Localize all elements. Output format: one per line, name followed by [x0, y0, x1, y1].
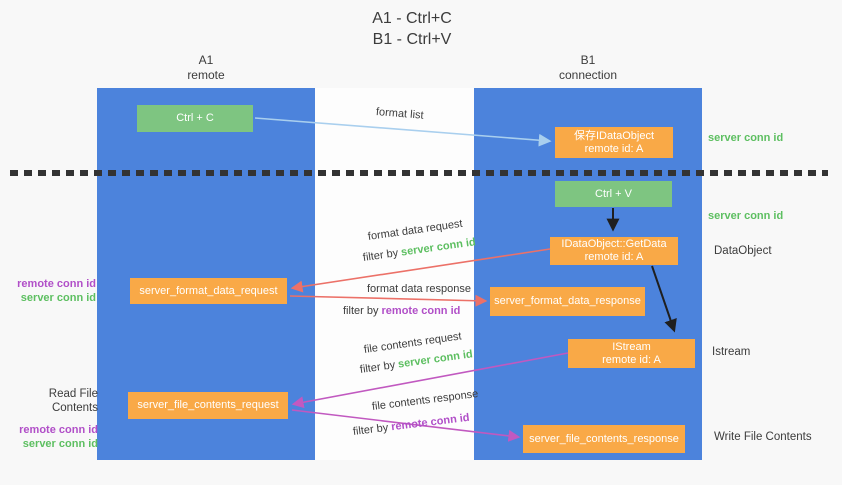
node-getdata-line1: IDataObject::GetData	[561, 238, 667, 250]
node-server-file-contents-request: server_file_contents_request	[128, 392, 288, 419]
annotation-server-conn-id-mid: server conn id	[708, 210, 784, 222]
lane-left-subtitle: remote	[187, 68, 225, 82]
node-save-idataobject-line1: 保存IDataObject	[573, 129, 655, 142]
node-ctrl-v-label: Ctrl + V	[595, 187, 632, 200]
annotation-read-file-contents: Read File Contents	[48, 388, 98, 414]
node-ctrl-c: Ctrl + C	[137, 105, 253, 132]
node-server-file-contents-request-label: server_file_contents_request	[137, 399, 279, 411]
annotation-dataobject: DataObject	[714, 245, 772, 257]
lane-header-left: A1 remote	[97, 53, 315, 83]
node-server-file-contents-response: server_file_contents_response	[523, 425, 685, 453]
annotation-remote-conn-id-bottom: remote conn id	[19, 424, 98, 436]
lane-right-name: B1	[580, 53, 596, 67]
annotation-server-conn-id-left-top: server conn id	[20, 292, 96, 304]
title-line-1: A1 - Ctrl+C	[372, 10, 452, 27]
node-ctrl-v: Ctrl + V	[555, 181, 672, 207]
node-ctrl-c-label: Ctrl + C	[176, 112, 214, 124]
annotation-left-top-conn-ids: remote conn id server conn id	[0, 277, 96, 305]
node-idataobject-getdata: IDataObject::GetData remote id: A	[550, 237, 678, 265]
node-server-format-data-request-label: server_format_data_request	[139, 284, 278, 297]
node-server-format-data-request: server_format_data_request	[130, 278, 287, 304]
title-line-2: B1 - Ctrl+V	[372, 31, 452, 48]
node-getdata-line2: remote id: A	[584, 251, 644, 263]
annotation-left-bottom-group: Read File Contents remote conn id server…	[0, 387, 98, 451]
filter-value-remote-conn-id: remote conn id	[381, 305, 461, 317]
annotation-server-conn-id-left-bottom: server conn id	[22, 438, 98, 450]
annotation-istream: Istream	[712, 346, 751, 358]
node-istream-line2: remote id: A	[602, 353, 661, 366]
node-server-format-data-response-label: server_format_data_response	[494, 295, 641, 307]
node-save-idataobject: 保存IDataObject remote id: A	[555, 127, 673, 158]
node-istream: IStream remote id: A	[568, 339, 695, 368]
diagram-title: A1 - Ctrl+C B1 - Ctrl+V	[0, 8, 824, 50]
filter-prefix: filter by	[343, 305, 382, 317]
node-server-file-contents-response-label: server_file_contents_response	[529, 432, 679, 445]
node-istream-line1: IStream	[612, 340, 651, 353]
lane-right-subtitle: connection	[558, 68, 618, 82]
node-server-format-data-response: server_format_data_response	[490, 287, 645, 316]
lane-header-right: B1 connection	[474, 53, 702, 83]
label-filter-format-data-response: filter by remote conn id	[343, 305, 460, 317]
annotation-server-conn-id-top: server conn id	[708, 132, 784, 144]
label-format-data-response: format data response	[367, 283, 471, 295]
node-save-idataobject-line2: remote id: A	[584, 142, 644, 155]
annotation-remote-conn-id-top: remote conn id	[17, 278, 96, 290]
lane-left-name: A1	[198, 53, 214, 67]
dotted-divider-line	[10, 170, 828, 176]
annotation-write-file-contents: Write File Contents	[714, 431, 812, 443]
